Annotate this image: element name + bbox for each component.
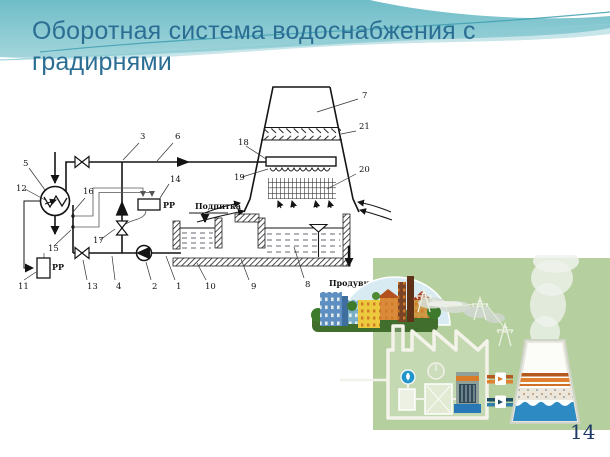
regulator-14: [137, 198, 161, 211]
overflow-funnel: [308, 223, 329, 233]
part-label-14: 14: [170, 175, 181, 185]
header-accent-line: [39, 11, 610, 53]
label-leader-13: [82, 259, 88, 281]
label-leader-16: [72, 197, 86, 213]
factory-outline: [340, 324, 489, 420]
city-steam-plume: [418, 297, 505, 323]
regulator-11: [36, 257, 51, 279]
label-leader-11: [23, 271, 37, 281]
blowdown-label: Продувка: [329, 278, 374, 288]
label-leader-8: [293, 246, 305, 279]
part-label-1: 1: [176, 282, 181, 292]
cooling-tower: [196, 86, 393, 223]
label-leader-15: [53, 229, 72, 247]
part-label-13: 13: [87, 282, 98, 292]
label-leader-1: [165, 255, 176, 281]
check-valve: [115, 200, 129, 216]
part-label-4: 4: [116, 282, 121, 292]
label-leader-5: [28, 167, 46, 191]
header-wave-decoration: [0, 0, 610, 75]
tree: [427, 305, 441, 319]
label-leader-3: [122, 142, 140, 161]
makeup-water-label: Подпитка: [195, 201, 241, 211]
boiler-box: [398, 388, 416, 411]
label-leader-10: [196, 262, 207, 281]
part-label-11: 11: [18, 282, 29, 292]
air-flow-arrows: [196, 199, 393, 223]
water-basins: [172, 212, 354, 267]
transmission-towers: [415, 289, 514, 347]
label-leader-12: [24, 188, 48, 202]
part-label-9: 9: [251, 282, 256, 292]
spray-zone: [269, 166, 331, 172]
regulator-label-11: РР: [52, 262, 64, 272]
city-buildings: [311, 276, 451, 332]
label-leader-6: [156, 142, 174, 162]
tree: [372, 292, 380, 300]
part-label-8: 8: [305, 280, 310, 290]
heat-exchanger: [39, 185, 71, 217]
valve-13: [74, 246, 83, 260]
label-leader-14: [159, 183, 170, 199]
label-leader-7: [316, 98, 359, 113]
part-label-18: 18: [238, 138, 249, 148]
cooling-tower-illustration: [509, 339, 581, 424]
page-number: 14: [570, 420, 596, 444]
exchanger-coil: [43, 194, 68, 209]
label-leader-2: [145, 261, 152, 281]
turbine-unit: [454, 372, 481, 413]
header-bottom-curve: [0, 34, 610, 75]
label-leader-17: [99, 228, 116, 241]
tower-basin-water: [513, 401, 577, 421]
power-plant-illustration: [311, 255, 610, 430]
part-label-15: 15: [48, 244, 59, 254]
valve-top-left: [74, 155, 83, 169]
label-leader-19: [241, 168, 269, 178]
drift-eliminator-band: [263, 128, 341, 140]
header-accent-line-2: [0, 23, 610, 61]
valves-and-pump: [36, 155, 161, 279]
part-label-10: 10: [205, 282, 216, 292]
part-label-21: 21: [359, 122, 370, 132]
part-label-16: 16: [83, 187, 94, 197]
part-label-6: 6: [175, 132, 180, 142]
water-distribution-header: [265, 156, 337, 167]
part-label-7: 7: [362, 91, 367, 101]
part-label-2: 2: [152, 282, 157, 292]
part-label-17: 17: [93, 236, 104, 246]
part-label-3: 3: [140, 132, 145, 142]
part-label-12: 12: [16, 184, 27, 194]
flow-direction-arrow: [177, 157, 190, 167]
label-leader-21: [340, 130, 357, 135]
label-leader-4: [111, 255, 116, 281]
label-leader-20: [326, 173, 357, 190]
slide-title: Оборотная система водоснабжения с градир…: [32, 17, 476, 76]
regulator-label-14: РР: [163, 200, 175, 210]
valve-17: [115, 220, 129, 229]
sensing-lines: [73, 187, 155, 228]
part-label-5: 5: [23, 159, 28, 169]
header-top-swoosh: [370, 0, 610, 19]
tree: [347, 301, 357, 311]
label-leader-9: [240, 258, 250, 281]
water-surface-dashes: [182, 232, 341, 253]
part-label-19: 19: [234, 173, 245, 183]
tower-fill-packing: [268, 178, 336, 199]
circulation-pipes: [487, 372, 513, 408]
power-lines: [431, 299, 506, 329]
label-leader-18: [245, 145, 267, 160]
part-label-20: 20: [359, 165, 370, 175]
